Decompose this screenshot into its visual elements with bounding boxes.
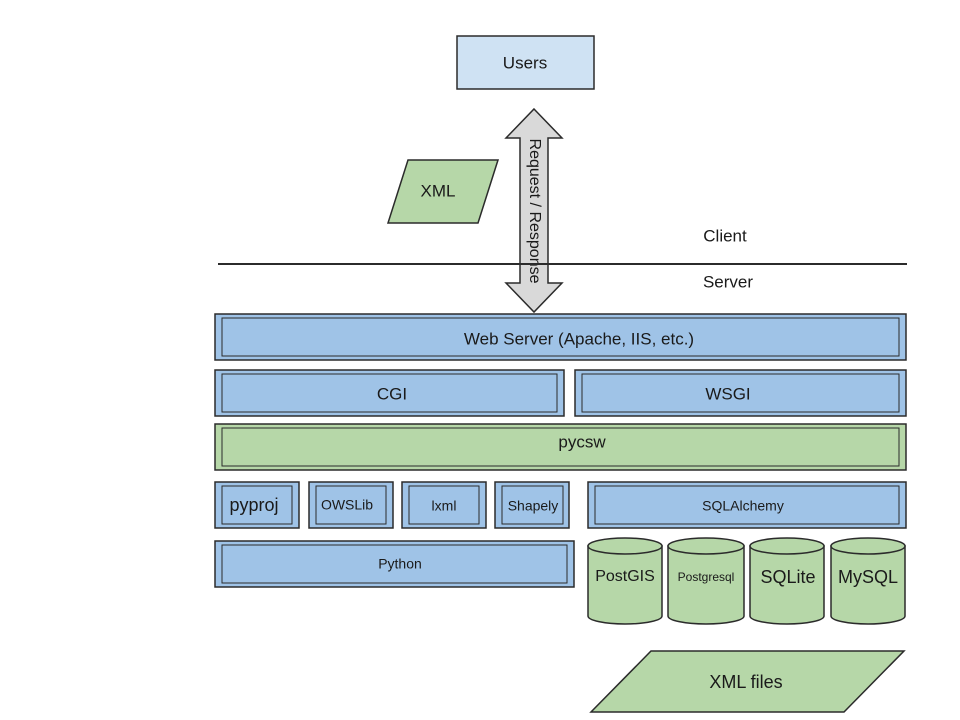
pyproj-box: pyproj (214, 481, 300, 529)
web-server-layer: Web Server (Apache, IIS, etc.) (214, 313, 907, 361)
pycsw-label: pycsw (558, 432, 606, 451)
cgi-label: CGI (377, 384, 407, 403)
xml-label: XML (421, 181, 456, 200)
xml-files-label: XML files (709, 672, 782, 692)
library-label: OWSLib (321, 497, 373, 513)
wsgi-layer: WSGI (574, 369, 907, 417)
users-label: Users (503, 53, 547, 72)
shapely-box: Shapely (494, 481, 570, 529)
server-label: Server (703, 272, 753, 291)
request-response-arrow: Request / Response (504, 107, 564, 314)
database-postgis: PostGIS (587, 537, 663, 625)
xml-files-shape: XML files (589, 650, 906, 713)
lxml-box: lxml (401, 481, 487, 529)
users-box: Users (456, 35, 595, 90)
sqlalchemy-box: SQLAlchemy (587, 481, 907, 529)
library-label: SQLAlchemy (702, 498, 784, 514)
pycsw-layer: pycsw (214, 423, 907, 471)
arrow-label: Request / Response (526, 139, 543, 284)
wsgi-label: WSGI (705, 384, 750, 403)
python-label: Python (378, 556, 422, 572)
web-server-label: Web Server (Apache, IIS, etc.) (464, 329, 694, 348)
client-label: Client (703, 226, 747, 245)
database-label: Postgresql (678, 570, 735, 584)
database-postgresql: Postgresql (667, 537, 745, 625)
database-mysql: MySQL (830, 537, 906, 625)
owslib-box: OWSLib (308, 481, 394, 529)
xml-document-shape: XML (386, 159, 500, 224)
database-label: PostGIS (595, 568, 655, 585)
library-label: pyproj (229, 495, 278, 515)
database-label: MySQL (838, 567, 898, 587)
library-label: lxml (432, 498, 457, 514)
database-sqlite: SQLite (749, 537, 825, 625)
database-label: SQLite (760, 567, 815, 587)
cgi-layer: CGI (214, 369, 565, 417)
python-layer: Python (214, 540, 575, 588)
library-label: Shapely (508, 498, 559, 514)
